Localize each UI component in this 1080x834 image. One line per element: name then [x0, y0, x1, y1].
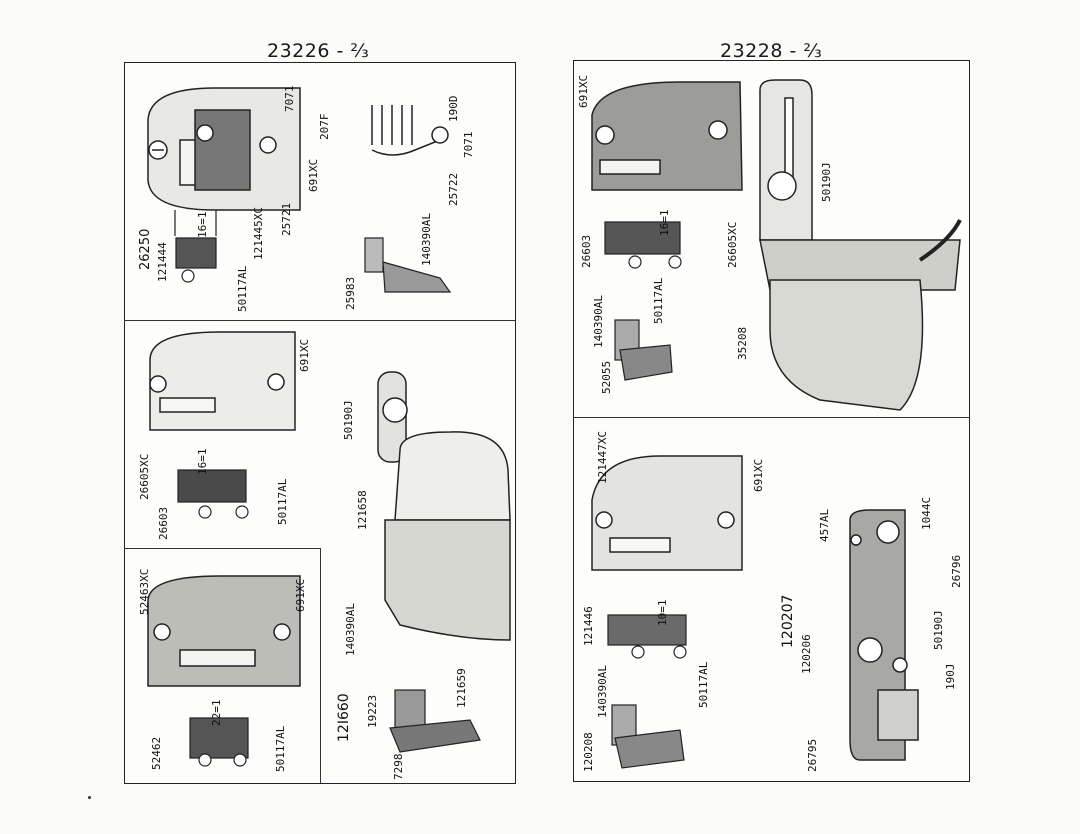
part-label: 50117AL — [276, 478, 289, 525]
part-label: 26250 — [138, 228, 153, 270]
part-label: 121658 — [356, 490, 369, 530]
part-label: 26603 — [580, 234, 593, 268]
part-label: 140390AL — [420, 213, 433, 266]
part-label: 52462 — [150, 736, 163, 770]
throat-plate-illustration-3 — [147, 575, 301, 687]
part-label: 7071 — [462, 131, 475, 159]
part-label: 26605XC — [726, 221, 739, 268]
part-label: 16=1 — [196, 211, 209, 239]
presser-foot-illustration-2 — [389, 689, 481, 753]
part-label: 50117AL — [697, 661, 710, 708]
feed-dog-illustration — [174, 210, 217, 283]
left-divider-2 — [124, 548, 320, 549]
feed-dog-illustration-5 — [607, 614, 687, 659]
part-label: 691XC — [298, 338, 311, 372]
feed-dog-illustration-4 — [604, 221, 682, 269]
part-label: 22=1 — [210, 699, 223, 727]
binder-attachment-illustration — [377, 371, 511, 641]
right-page-title: 23228 - ⅔ — [720, 40, 823, 62]
throat-plate-illustration-2 — [149, 331, 296, 431]
part-label: 19223 — [366, 694, 379, 728]
part-label: 26603 — [157, 506, 170, 540]
presser-foot-illustration-4 — [611, 704, 685, 769]
part-label: 50190J — [932, 610, 945, 650]
throat-plate-illustration-4 — [591, 81, 743, 191]
part-label: 52055 — [600, 360, 613, 394]
part-label: 26796 — [950, 554, 963, 588]
part-label: 12I660 — [336, 693, 352, 742]
part-label: 190D — [447, 95, 460, 123]
part-label: 50190J — [820, 162, 833, 202]
part-label: 190J — [944, 663, 957, 691]
part-label: 25722 — [447, 172, 460, 206]
part-label: 26795 — [806, 738, 819, 772]
part-label: 25721 — [280, 202, 293, 236]
part-label: 691XC — [307, 158, 320, 192]
part-label: 50117AL — [652, 277, 665, 324]
left-page-title: 23226 - ⅔ — [267, 40, 370, 62]
part-label: 207F — [318, 113, 331, 141]
part-label: 16=1 — [196, 448, 209, 476]
part-label: 140390AL — [344, 603, 357, 656]
part-label: 121445XC — [252, 207, 265, 260]
part-label: 35208 — [736, 326, 749, 360]
presser-foot-illustration-3 — [614, 319, 673, 381]
part-label: 140390AL — [592, 295, 605, 348]
part-label: 1044C — [920, 496, 933, 530]
part-label: 691XC — [577, 74, 590, 108]
part-label: 25983 — [344, 276, 357, 310]
left-divider-3 — [320, 548, 321, 783]
part-label: 52463XC — [138, 568, 151, 615]
part-label: 691XC — [294, 578, 307, 612]
part-label: 121446 — [582, 606, 595, 646]
part-label: 10=1 — [656, 599, 669, 627]
left-divider-1 — [124, 320, 515, 321]
part-label: 121659 — [455, 668, 468, 708]
ruffler-attachment-illustration — [849, 509, 919, 761]
throat-plate-illustration — [147, 87, 301, 211]
part-label: 121447XC — [596, 431, 609, 484]
part-label: 121444 — [156, 242, 169, 282]
right-divider — [573, 417, 969, 418]
part-label: 7298 — [392, 753, 405, 781]
page-speck — [88, 796, 91, 799]
part-label: 120208 — [582, 732, 595, 772]
part-label: 50117AL — [274, 725, 287, 772]
feed-dog-illustration-3 — [189, 717, 249, 767]
part-label: 457AL — [818, 508, 831, 542]
part-label: 691XC — [752, 458, 765, 492]
part-label: 50117AL — [236, 265, 249, 312]
spring-illustration — [371, 105, 449, 156]
part-label: 50190J — [342, 400, 355, 440]
hemmer-attachment-illustration — [759, 79, 962, 411]
part-label: 7071 — [283, 85, 296, 113]
throat-plate-illustration-5 — [591, 455, 743, 571]
part-label: 120207 — [780, 594, 796, 648]
part-label: 120206 — [800, 634, 813, 674]
part-label: 140390AL — [596, 665, 609, 718]
part-label: 16=1 — [658, 209, 671, 237]
feed-dog-illustration-2 — [177, 469, 249, 519]
part-label: 26605XC — [138, 453, 151, 500]
presser-foot-illustration — [364, 237, 452, 293]
